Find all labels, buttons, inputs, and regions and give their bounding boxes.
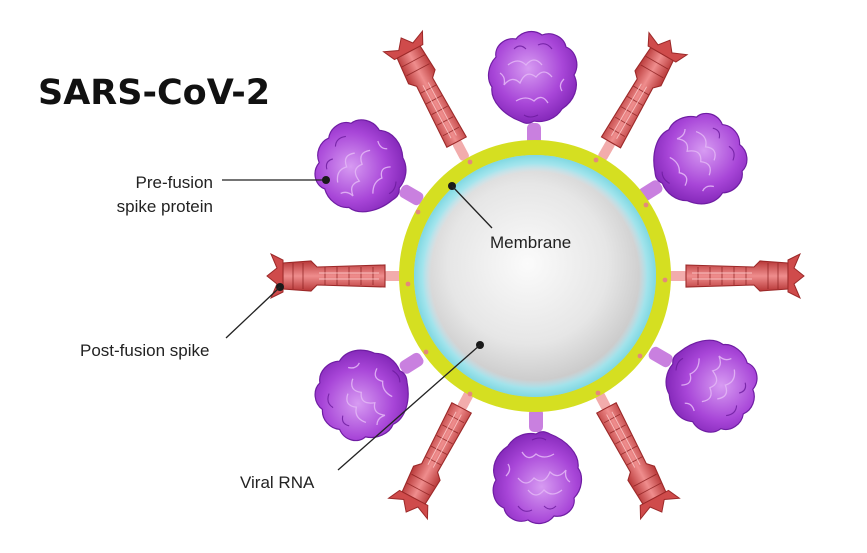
postfusion-spike-left — [266, 253, 406, 299]
marker-prefusion — [322, 176, 330, 184]
membrane-glow — [414, 155, 656, 397]
label-membrane-text: Membrane — [490, 233, 571, 252]
postfusion-spike-bottom-right — [577, 379, 682, 523]
leader-viral-rna — [337, 344, 481, 471]
prefusion-spike-top — [487, 30, 578, 148]
leader-postfusion — [225, 286, 281, 339]
leader-membrane — [451, 185, 493, 229]
label-prefusion: Pre-fusion spike protein — [117, 173, 330, 216]
diagram-title: SARS-CoV-2 — [38, 73, 270, 113]
label-prefusion-line2: spike protein — [117, 197, 213, 216]
label-postfusion: Post-fusion spike — [80, 283, 284, 360]
label-membrane: Membrane — [448, 182, 571, 252]
virus-particle — [399, 140, 671, 412]
label-postfusion-text: Post-fusion spike — [80, 341, 209, 360]
label-viral-rna-text: Viral RNA — [240, 473, 315, 492]
label-viral-rna: Viral RNA — [240, 341, 484, 492]
postfusion-spike-right — [665, 253, 805, 299]
label-prefusion-line1: Pre-fusion — [136, 173, 213, 192]
prefusion-spike-bottom — [492, 407, 583, 525]
